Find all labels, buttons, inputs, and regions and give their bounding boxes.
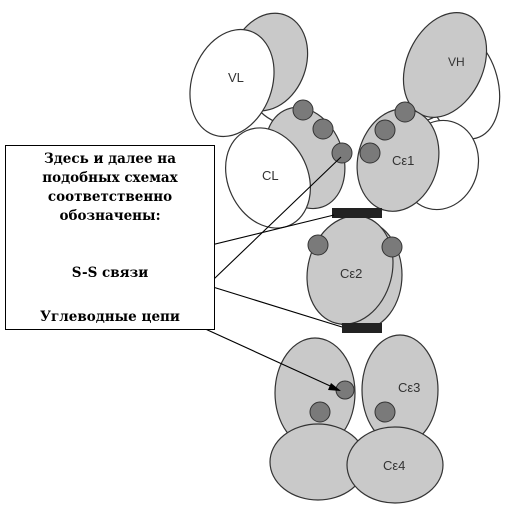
vl-label: VL bbox=[228, 70, 244, 85]
ce1-label: Cε1 bbox=[392, 153, 414, 168]
ce4-label: Cε4 bbox=[383, 458, 405, 473]
legend-ss-bonds: S-S связи bbox=[71, 265, 149, 281]
vh-label: VH bbox=[448, 55, 465, 69]
pointer-line-title bbox=[189, 156, 342, 303]
ce4-domain bbox=[346, 426, 444, 504]
carbohydrate-dot bbox=[309, 401, 331, 423]
carbohydrate-dot bbox=[359, 142, 381, 164]
legend-carbohydrate-chains: Углеводные цепи bbox=[40, 309, 180, 325]
carbohydrate-dot bbox=[312, 118, 334, 140]
cl-label: CL bbox=[262, 168, 279, 183]
legend-box: Здесь и далее на подобных схемах соответ… bbox=[5, 145, 215, 330]
carbohydrate-dot bbox=[307, 234, 329, 256]
vl-domain bbox=[189, 28, 275, 138]
legend-title: Здесь и далее на подобных схемах соответ… bbox=[42, 151, 178, 224]
carbohydrate-dot bbox=[292, 99, 314, 121]
carbohydrate-dot bbox=[374, 119, 396, 141]
carbohydrate-dot bbox=[394, 101, 416, 123]
cl-domain bbox=[225, 127, 311, 229]
carbohydrate-dot bbox=[331, 142, 353, 164]
ce2-label: Cε2 bbox=[340, 266, 362, 281]
pointer-line-carbohydrate bbox=[189, 321, 340, 391]
carbohydrate-dot bbox=[381, 236, 403, 258]
ss-bond-upper bbox=[332, 208, 382, 218]
arrowhead-icon bbox=[328, 383, 341, 391]
ce3-label: Cε3 bbox=[398, 380, 420, 395]
carbohydrate-dot bbox=[374, 401, 396, 423]
ss-bond-lower bbox=[342, 323, 382, 333]
